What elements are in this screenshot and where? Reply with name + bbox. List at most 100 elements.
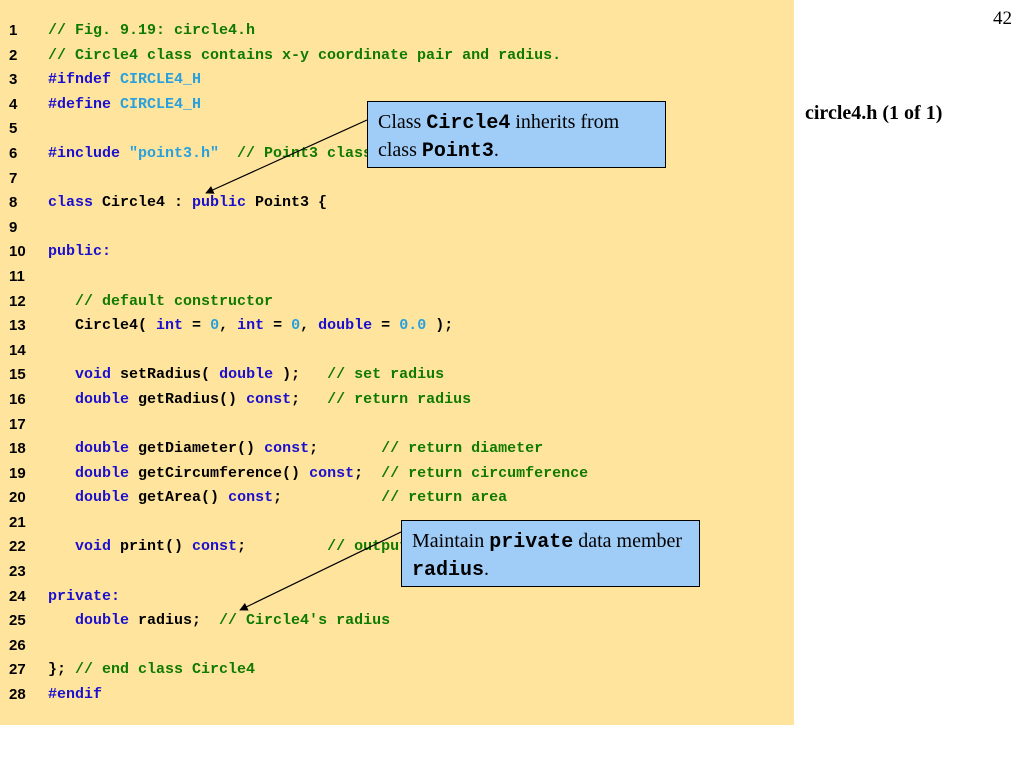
- line-number: 12: [9, 292, 26, 310]
- code-token: ,: [300, 317, 319, 335]
- line-number: 23: [9, 563, 26, 581]
- code-token: // Fig. 9.19: circle4.h: [48, 22, 256, 39]
- callout-inheritance: Class Circle4 inherits from class Point3…: [367, 101, 666, 168]
- code-token: // end class Circle4: [75, 661, 256, 679]
- code-token: // Circle4 class contains x-y coordinate…: [48, 46, 562, 64]
- code-token: [48, 489, 75, 506]
- line-number: 9: [9, 218, 18, 236]
- code-token: double: [75, 464, 130, 482]
- code-token: private:: [48, 587, 121, 605]
- line-number: 14: [9, 341, 26, 359]
- code-token: Circle4 :: [102, 194, 193, 212]
- line-number: 26: [9, 636, 26, 654]
- code-token: ;: [237, 538, 328, 556]
- line-number: 2: [9, 46, 18, 64]
- slide-label: circle4.h (1 of 1): [805, 102, 943, 124]
- code-token: // return diameter: [381, 440, 544, 458]
- code-token: getCircumference(): [129, 464, 310, 482]
- code-token: );: [273, 366, 328, 384]
- code-token: CIRCLE4_H: [120, 95, 202, 113]
- line-number: 19: [9, 464, 26, 482]
- line-number: 20: [9, 489, 26, 507]
- code-token: const: [264, 440, 310, 458]
- code-token: 0: [291, 317, 301, 335]
- code-token: const: [228, 489, 274, 507]
- line-number: 3: [9, 71, 18, 89]
- code-token: ;: [291, 390, 328, 408]
- line-number: 5: [9, 120, 18, 138]
- line-number: 15: [9, 366, 26, 384]
- line-number: 11: [9, 267, 25, 285]
- line-number: 27: [9, 661, 26, 679]
- code-token: // return area: [381, 489, 508, 507]
- line-number: 21: [9, 513, 26, 531]
- code-token: double: [75, 612, 130, 630]
- code-text: #define CIRCLE4_H: [48, 93, 201, 118]
- code-text: public:: [48, 240, 111, 265]
- line-number: 6: [9, 144, 18, 162]
- code-token: #endif: [48, 686, 103, 704]
- code-token: int: [156, 317, 184, 335]
- line-number: 22: [9, 538, 26, 556]
- callout-text: inherits from class: [378, 111, 620, 161]
- code-token: "point3.h": [129, 144, 220, 162]
- callout-code-term: private: [489, 531, 574, 554]
- code-text: double getDiameter() const; // return di…: [48, 437, 543, 462]
- code-token: );: [426, 317, 454, 335]
- line-number: 28: [9, 686, 26, 704]
- code-text: #endif: [48, 683, 102, 708]
- code-token: Circle4(: [48, 317, 157, 335]
- code-token: getArea(): [129, 489, 229, 507]
- code-token: double: [318, 317, 373, 335]
- code-token: [48, 612, 75, 629]
- code-text: double radius; // Circle4's radius: [48, 609, 390, 634]
- line-number: 4: [9, 95, 18, 113]
- code-text: void setRadius( double ); // set radius: [48, 363, 444, 388]
- callout-text: Maintain: [412, 530, 490, 552]
- code-text: // Circle4 class contains x-y coordinate…: [48, 44, 561, 69]
- code-token: class: [48, 194, 103, 212]
- code-token: ,: [219, 317, 238, 335]
- code-text: Circle4( int = 0, int = 0, double = 0.0 …: [48, 314, 453, 339]
- code-token: double: [75, 390, 130, 408]
- line-number: 24: [9, 587, 26, 605]
- code-token: double: [219, 366, 274, 384]
- code-token: const: [309, 464, 355, 482]
- code-token: =: [372, 317, 400, 335]
- callout-text: .: [484, 558, 490, 580]
- callout-code-term: Circle4: [426, 112, 511, 135]
- code-token: getDiameter(): [129, 440, 265, 458]
- code-token: [48, 440, 75, 457]
- code-text: double getRadius() const; // return radi…: [48, 388, 471, 413]
- code-token: #include: [48, 144, 130, 162]
- code-token: setRadius(: [111, 366, 220, 384]
- code-token: void: [75, 538, 112, 556]
- code-token: #ifndef: [48, 71, 121, 89]
- code-token: double: [75, 489, 130, 507]
- code-token: =: [264, 317, 292, 335]
- callout-text: .: [493, 139, 499, 161]
- callout-private-member: Maintain private data member radius.: [401, 520, 700, 587]
- line-number: 17: [9, 415, 26, 433]
- code-token: int: [237, 317, 265, 335]
- line-number: 7: [9, 169, 18, 187]
- line-number: 1: [9, 22, 18, 39]
- code-token: const: [246, 390, 292, 408]
- code-token: // default constructor: [48, 292, 274, 310]
- code-token: [48, 465, 75, 482]
- code-text: // Fig. 9.19: circle4.h: [48, 19, 255, 44]
- code-token: // return circumference: [381, 464, 589, 482]
- code-text: class Circle4 : public Point3 {: [48, 191, 327, 216]
- callout-code-term: radius: [412, 559, 485, 582]
- code-token: ;: [354, 464, 382, 482]
- line-number: 25: [9, 612, 26, 630]
- line-number: 13: [9, 317, 26, 335]
- code-token: ;: [273, 489, 382, 507]
- code-token: void: [75, 366, 112, 384]
- code-token: =: [183, 317, 211, 335]
- code-text: private:: [48, 585, 120, 610]
- code-token: 0: [210, 317, 220, 335]
- code-token: // Circle4's radius: [219, 612, 391, 630]
- callout-text: data member: [573, 530, 683, 552]
- code-token: public:: [48, 243, 112, 261]
